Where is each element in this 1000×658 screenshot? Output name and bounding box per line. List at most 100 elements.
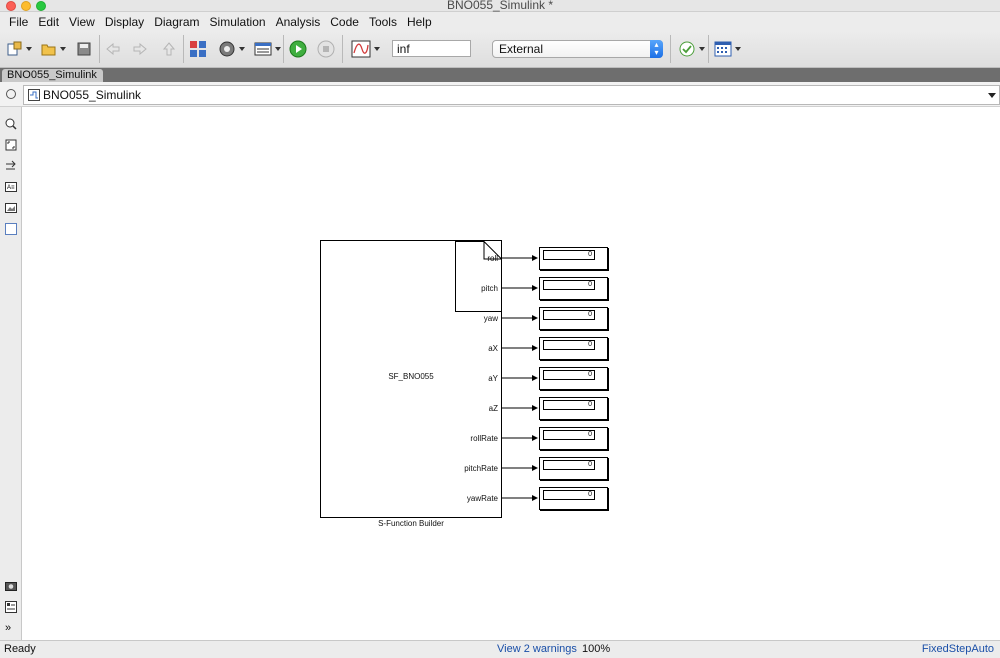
- model-config-button[interactable]: [215, 39, 247, 59]
- menu-bar: File Edit View Display Diagram Simulatio…: [0, 12, 1000, 31]
- display-block-yawrate[interactable]: 0: [539, 487, 608, 510]
- diagram-canvas[interactable]: SF_BNO055 roll pitch yaw aX aY aZ rollRa…: [22, 107, 1000, 640]
- display-value: 0: [543, 400, 595, 410]
- view-warnings-link[interactable]: View 2 warnings: [497, 643, 577, 655]
- build-icon: [714, 41, 731, 57]
- model-path-breadcrumb[interactable]: BNO055_Simulink: [23, 85, 1000, 105]
- left-palette: A≡ »: [0, 107, 22, 640]
- display-value: 0: [543, 310, 595, 320]
- display-value: 0: [543, 430, 595, 440]
- check-icon: [679, 41, 694, 57]
- title-bar: BNO055_Simulink *: [0, 0, 1000, 12]
- window-title: BNO055_Simulink *: [446, 0, 554, 12]
- display-block-ax[interactable]: 0: [539, 337, 608, 360]
- display-value: 0: [543, 490, 595, 500]
- model-config-icon: [219, 41, 234, 57]
- run-icon: [289, 40, 307, 58]
- port-label-ay: aY: [488, 374, 498, 383]
- select-arrows-icon: ▴▾: [650, 40, 663, 58]
- open-icon: [41, 44, 55, 56]
- screenshot-icon[interactable]: [5, 580, 17, 592]
- forward-icon: [133, 43, 147, 55]
- area-icon[interactable]: [5, 223, 17, 235]
- display-block-rollrate[interactable]: 0: [539, 427, 608, 450]
- sfunction-builder-block[interactable]: SF_BNO055 roll pitch yaw aX aY aZ rollRa…: [320, 240, 502, 518]
- expand-icon[interactable]: »: [5, 622, 12, 634]
- svg-text:A≡: A≡: [7, 185, 15, 191]
- display-block-az[interactable]: 0: [539, 397, 608, 420]
- tab-bno055-simulink[interactable]: BNO055_Simulink: [2, 69, 103, 82]
- close-window-button[interactable]: [6, 1, 16, 11]
- zoom-window-button[interactable]: [36, 1, 46, 11]
- stop-icon: [317, 40, 335, 58]
- stop-button[interactable]: [316, 39, 336, 59]
- port-label-pitchrate: pitchRate: [464, 464, 498, 473]
- display-value: 0: [543, 280, 595, 290]
- hide-explorer-icon[interactable]: [6, 89, 16, 99]
- tab-strip: BNO055_Simulink: [0, 68, 1000, 82]
- stop-time-input[interactable]: [392, 40, 471, 57]
- menu-code[interactable]: Code: [330, 14, 359, 29]
- menu-analysis[interactable]: Analysis: [275, 14, 321, 29]
- display-block-pitchrate[interactable]: 0: [539, 457, 608, 480]
- sfunction-document-icon: [455, 241, 502, 312]
- port-label-rollrate: rollRate: [470, 434, 498, 443]
- menu-display[interactable]: Display: [104, 14, 145, 29]
- menu-tools[interactable]: Tools: [368, 14, 397, 29]
- scope-button[interactable]: [347, 39, 383, 59]
- port-label-pitch: pitch: [481, 284, 498, 293]
- back-icon: [106, 43, 120, 55]
- status-text: Ready: [4, 643, 36, 655]
- menu-file[interactable]: File: [9, 14, 29, 29]
- path-dropdown-icon[interactable]: [988, 93, 996, 98]
- zoom-icon[interactable]: [5, 118, 17, 130]
- up-icon: [163, 42, 175, 56]
- new-model-button[interactable]: [4, 39, 34, 59]
- sfunction-caption: S-Function Builder: [378, 519, 444, 528]
- annotation-icon[interactable]: A≡: [5, 181, 17, 193]
- minimize-window-button[interactable]: [21, 1, 31, 11]
- zoom-level: 100%: [582, 643, 611, 655]
- display-block-ay[interactable]: 0: [539, 367, 608, 390]
- up-button[interactable]: [160, 39, 178, 59]
- fit-to-view-icon[interactable]: [5, 139, 17, 151]
- port-label-ax: aX: [488, 344, 498, 353]
- save-icon: [77, 42, 91, 56]
- save-button[interactable]: [75, 39, 93, 59]
- build-button[interactable]: [711, 39, 743, 59]
- image-icon[interactable]: [5, 202, 17, 214]
- menu-help[interactable]: Help: [406, 14, 432, 29]
- new-model-icon: [7, 41, 21, 56]
- display-block-yaw[interactable]: 0: [539, 307, 608, 330]
- open-button[interactable]: [38, 39, 68, 59]
- library-browser-button[interactable]: [188, 39, 208, 59]
- display-value: 0: [543, 340, 595, 350]
- solver-link[interactable]: FixedStepAuto: [921, 643, 994, 655]
- address-bar: BNO055_Simulink: [0, 82, 1000, 107]
- port-label-roll: roll: [487, 254, 498, 263]
- model-path-text: BNO055_Simulink: [43, 88, 142, 102]
- forward-button[interactable]: [131, 39, 149, 59]
- model-icon: [28, 89, 40, 101]
- menu-simulation[interactable]: Simulation: [209, 14, 266, 29]
- simulation-mode-value: External: [499, 42, 544, 56]
- menu-diagram[interactable]: Diagram: [154, 14, 200, 29]
- arrows-icon[interactable]: [5, 160, 17, 172]
- menu-edit[interactable]: Edit: [38, 14, 60, 29]
- sfunction-name: SF_BNO055: [388, 372, 434, 381]
- display-block-roll[interactable]: 0: [539, 247, 608, 270]
- model-browser-icon[interactable]: [5, 601, 17, 613]
- run-button[interactable]: [288, 39, 308, 59]
- port-label-yaw: yaw: [483, 314, 498, 323]
- model-explorer-icon: [254, 42, 271, 56]
- signal-lines: [502, 255, 538, 501]
- library-browser-icon: [190, 41, 206, 57]
- menu-view[interactable]: View: [69, 14, 95, 29]
- check-button[interactable]: [675, 39, 707, 59]
- simulation-mode-select[interactable]: External ▴▾: [492, 40, 663, 58]
- model-explorer-button[interactable]: [251, 39, 283, 59]
- port-label-yawrate: yawRate: [466, 494, 498, 503]
- back-button[interactable]: [104, 39, 122, 59]
- display-value: 0: [543, 370, 595, 380]
- display-block-pitch[interactable]: 0: [539, 277, 608, 300]
